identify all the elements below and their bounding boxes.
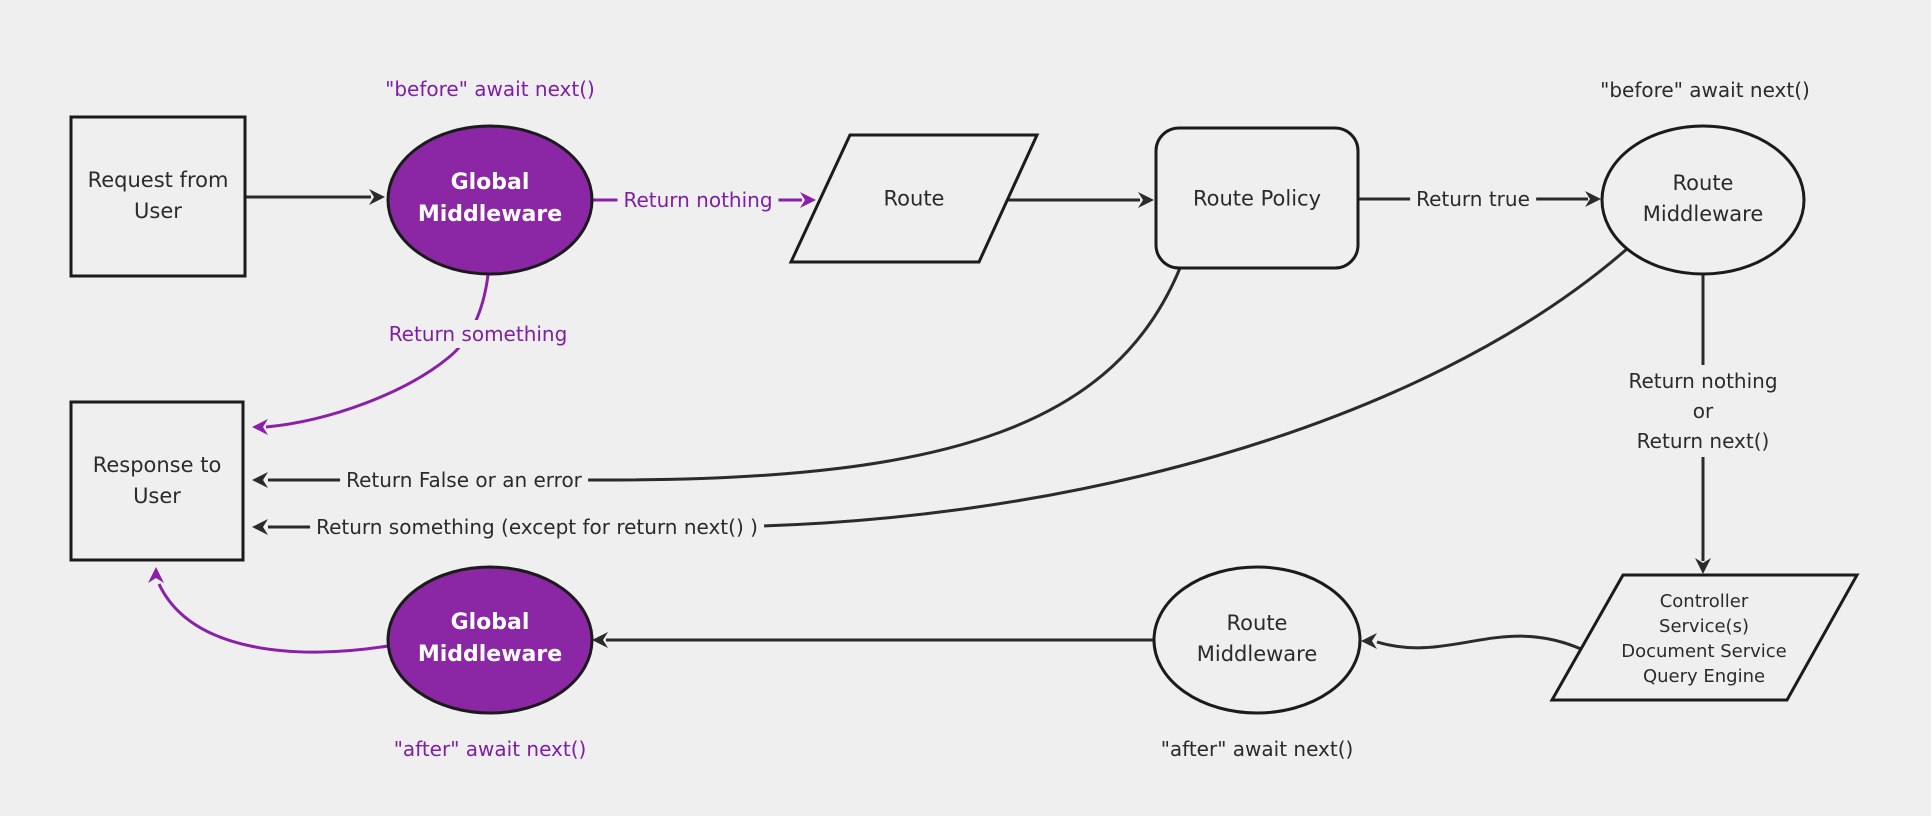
route-line-1: Route: [883, 186, 945, 211]
label-return-something-except: Return something (except for return next…: [310, 513, 764, 541]
controller-line-4: Query Engine: [1642, 666, 1766, 687]
route-node-shape: [788, 133, 1040, 264]
controller-line-3: Document Service: [1621, 641, 1787, 662]
global-middleware-top-shape: [386, 124, 594, 276]
controller-node-shape: [1549, 573, 1860, 702]
global-middleware-top-label: Global Middleware: [418, 167, 562, 231]
label-before-await-top: "before" await next(): [385, 77, 595, 101]
response-line-2: User: [133, 484, 181, 508]
arrowhead: [252, 419, 268, 435]
route-mw-bottom-line-2: Middleware: [1196, 642, 1318, 666]
arrowhead: [1695, 558, 1711, 574]
request-line-1: Request from: [87, 168, 229, 192]
request-line-2: User: [134, 199, 182, 223]
route-policy-line-1: Route Policy: [1192, 186, 1322, 211]
route-mw-top-line-1: Route: [1672, 171, 1734, 195]
route-middleware-top-shape: [1600, 124, 1806, 276]
edge-policy-return-false: [268, 267, 1182, 482]
route-policy-label: Route Policy: [1193, 184, 1321, 215]
return-next-line-2: or: [1692, 399, 1714, 423]
edge-global-bottom-to-response: [157, 583, 389, 654]
arrowhead: [800, 192, 816, 208]
global-top-line-2: Middleware: [417, 202, 563, 227]
request-node-label: Request from User: [88, 165, 229, 227]
controller-line-1: Controller: [1659, 591, 1749, 612]
arrowhead: [252, 472, 268, 488]
route-node-label: Route: [884, 184, 945, 215]
label-after-await-bottom: "after" await next(): [1160, 737, 1354, 761]
response-node-label: Response to User: [93, 450, 222, 512]
arrowhead: [1361, 633, 1377, 649]
arrowhead: [1138, 192, 1154, 208]
edge-controller-to-routemw-bottom: [1376, 634, 1582, 651]
label-return-nothing: Return nothing: [617, 186, 779, 214]
arrowhead: [592, 632, 608, 648]
return-next-line-1: Return nothing: [1628, 369, 1778, 393]
arrowhead: [148, 567, 164, 583]
edge-routemw-return-something-except: [268, 246, 1629, 529]
label-return-false-or-error: Return False or an error: [340, 466, 588, 494]
response-node-shape: [69, 400, 245, 562]
arrowhead: [1585, 191, 1601, 207]
return-next-line-3: Return next(): [1636, 429, 1770, 453]
controller-node-label: Controller Service(s) Document Service Q…: [1621, 589, 1787, 689]
global-middleware-bottom-label: Global Middleware: [418, 607, 562, 671]
response-line-1: Response to: [92, 453, 222, 477]
route-mw-top-line-2: Middleware: [1642, 202, 1764, 226]
global-bottom-line-1: Global: [450, 610, 530, 635]
label-after-await-left: "after" await next(): [393, 737, 587, 761]
arrowhead: [369, 189, 385, 205]
route-middleware-top-label: Route Middleware: [1643, 168, 1764, 230]
global-middleware-bottom-shape: [386, 565, 594, 715]
label-return-true: Return true: [1410, 185, 1536, 213]
route-policy-shape: [1154, 126, 1360, 270]
route-mw-bottom-line-1: Route: [1226, 611, 1288, 635]
edge-global-top-return-something: [265, 274, 490, 429]
global-top-line-1: Global: [450, 170, 530, 195]
controller-line-2: Service(s): [1659, 616, 1749, 637]
label-before-await-right: "before" await next(): [1600, 78, 1810, 102]
label-return-nothing-or-next: Return nothing or Return next(): [1622, 365, 1784, 457]
route-middleware-bottom-shape: [1152, 565, 1362, 715]
global-bottom-line-2: Middleware: [417, 642, 563, 667]
request-node-shape: [69, 115, 247, 278]
arrowhead: [252, 519, 268, 535]
route-middleware-bottom-label: Route Middleware: [1197, 608, 1318, 670]
label-return-something: Return something: [382, 320, 574, 348]
